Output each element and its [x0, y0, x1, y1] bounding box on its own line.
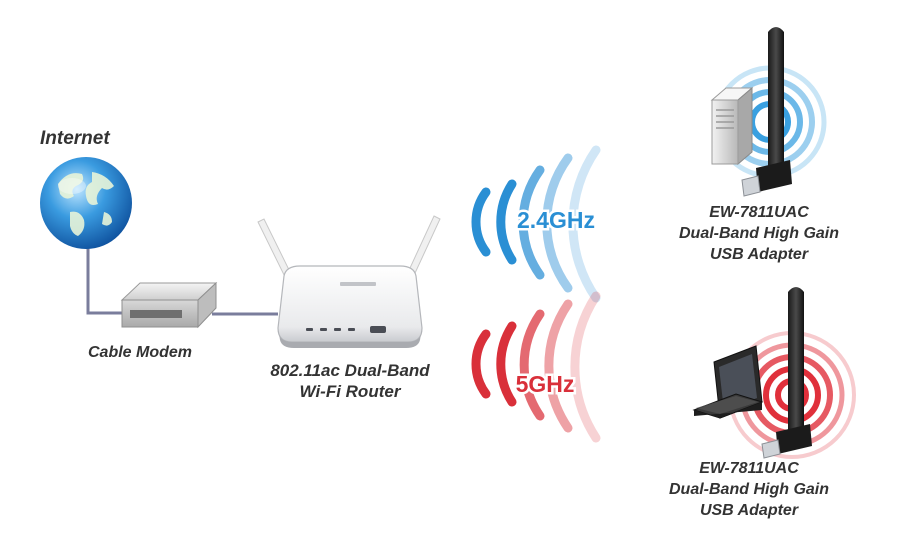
internet-label: Internet [40, 128, 110, 149]
laptop-icon [692, 345, 764, 419]
band-5-badge: 5GHz [513, 369, 577, 400]
desktop-tower-icon [710, 86, 754, 166]
cable-modem-label: Cable Modem [88, 344, 193, 361]
band-24-badge: 2.4GHz [515, 205, 598, 236]
usb-adapter-icon [761, 287, 812, 459]
cable-globe-to-modem [86, 235, 122, 315]
cable-modem-icon [120, 281, 218, 329]
adapter-top-type: USB Adapter [709, 246, 809, 263]
adapter-bottom-model: EW-7811UAC [699, 460, 799, 477]
adapter-top-model: EW-7811UAC [709, 204, 809, 221]
cable-links [86, 235, 278, 316]
globe-icon [40, 157, 132, 249]
adapter-bottom-label: EW-7811UAC Dual-Band High Gain USB Adapt… [626, 458, 872, 521]
adapter-bottom-type: USB Adapter [699, 502, 799, 519]
wifi-wave-icon [471, 145, 601, 303]
router-label-line-2: Wi-Fi Router [299, 382, 401, 401]
router-label: 802.11ac Dual-Band Wi-Fi Router [236, 360, 464, 402]
adapter-top-label: EW-7811UAC Dual-Band High Gain USB Adapt… [636, 202, 882, 265]
wifi-wave-icon [471, 291, 601, 443]
adapter-bottom-desc: Dual-Band High Gain [669, 481, 829, 498]
router-label-line-1: 802.11ac Dual-Band [270, 361, 430, 380]
band-5-label: 5GHz [516, 371, 575, 397]
adapter-top-desc: Dual-Band High Gain [679, 225, 839, 242]
band-24-label: 2.4GHz [517, 207, 595, 233]
usb-adapter-icon [741, 27, 792, 197]
router-icon [277, 265, 423, 348]
